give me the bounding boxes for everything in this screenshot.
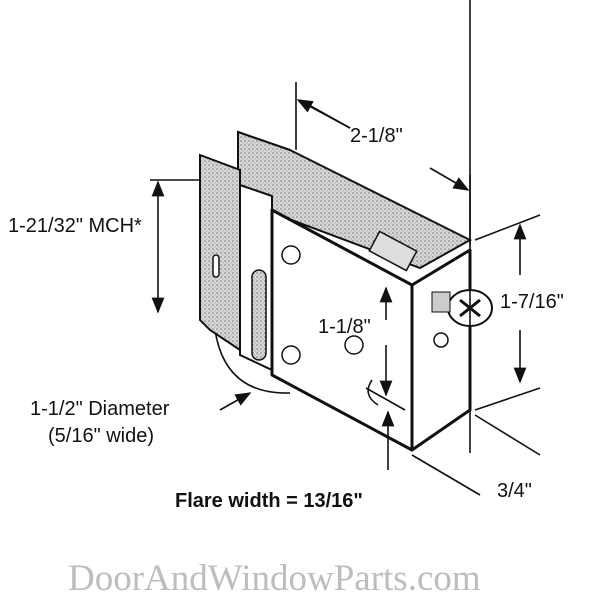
- box-side: [410, 248, 472, 452]
- label-axle: 1-1/8": [318, 316, 371, 338]
- label-flare: Flare width = 13/16": [175, 490, 363, 512]
- label-length: 2-1/8": [350, 125, 403, 147]
- wheel: [214, 329, 291, 394]
- label-wheel-width: (5/16" wide): [48, 425, 154, 447]
- watermark: DoorAndWindowParts.com: [68, 558, 481, 599]
- label-mch: 1-21/32" MCH*: [8, 215, 142, 237]
- label-depth: 3/4": [497, 480, 532, 502]
- label-height: 1-7/16": [500, 291, 564, 313]
- rivets: [281, 245, 449, 365]
- left-flange: [199, 153, 241, 352]
- dimension-lines: [150, 0, 541, 496]
- label-diameter: 1-1/2" Diameter: [30, 398, 170, 420]
